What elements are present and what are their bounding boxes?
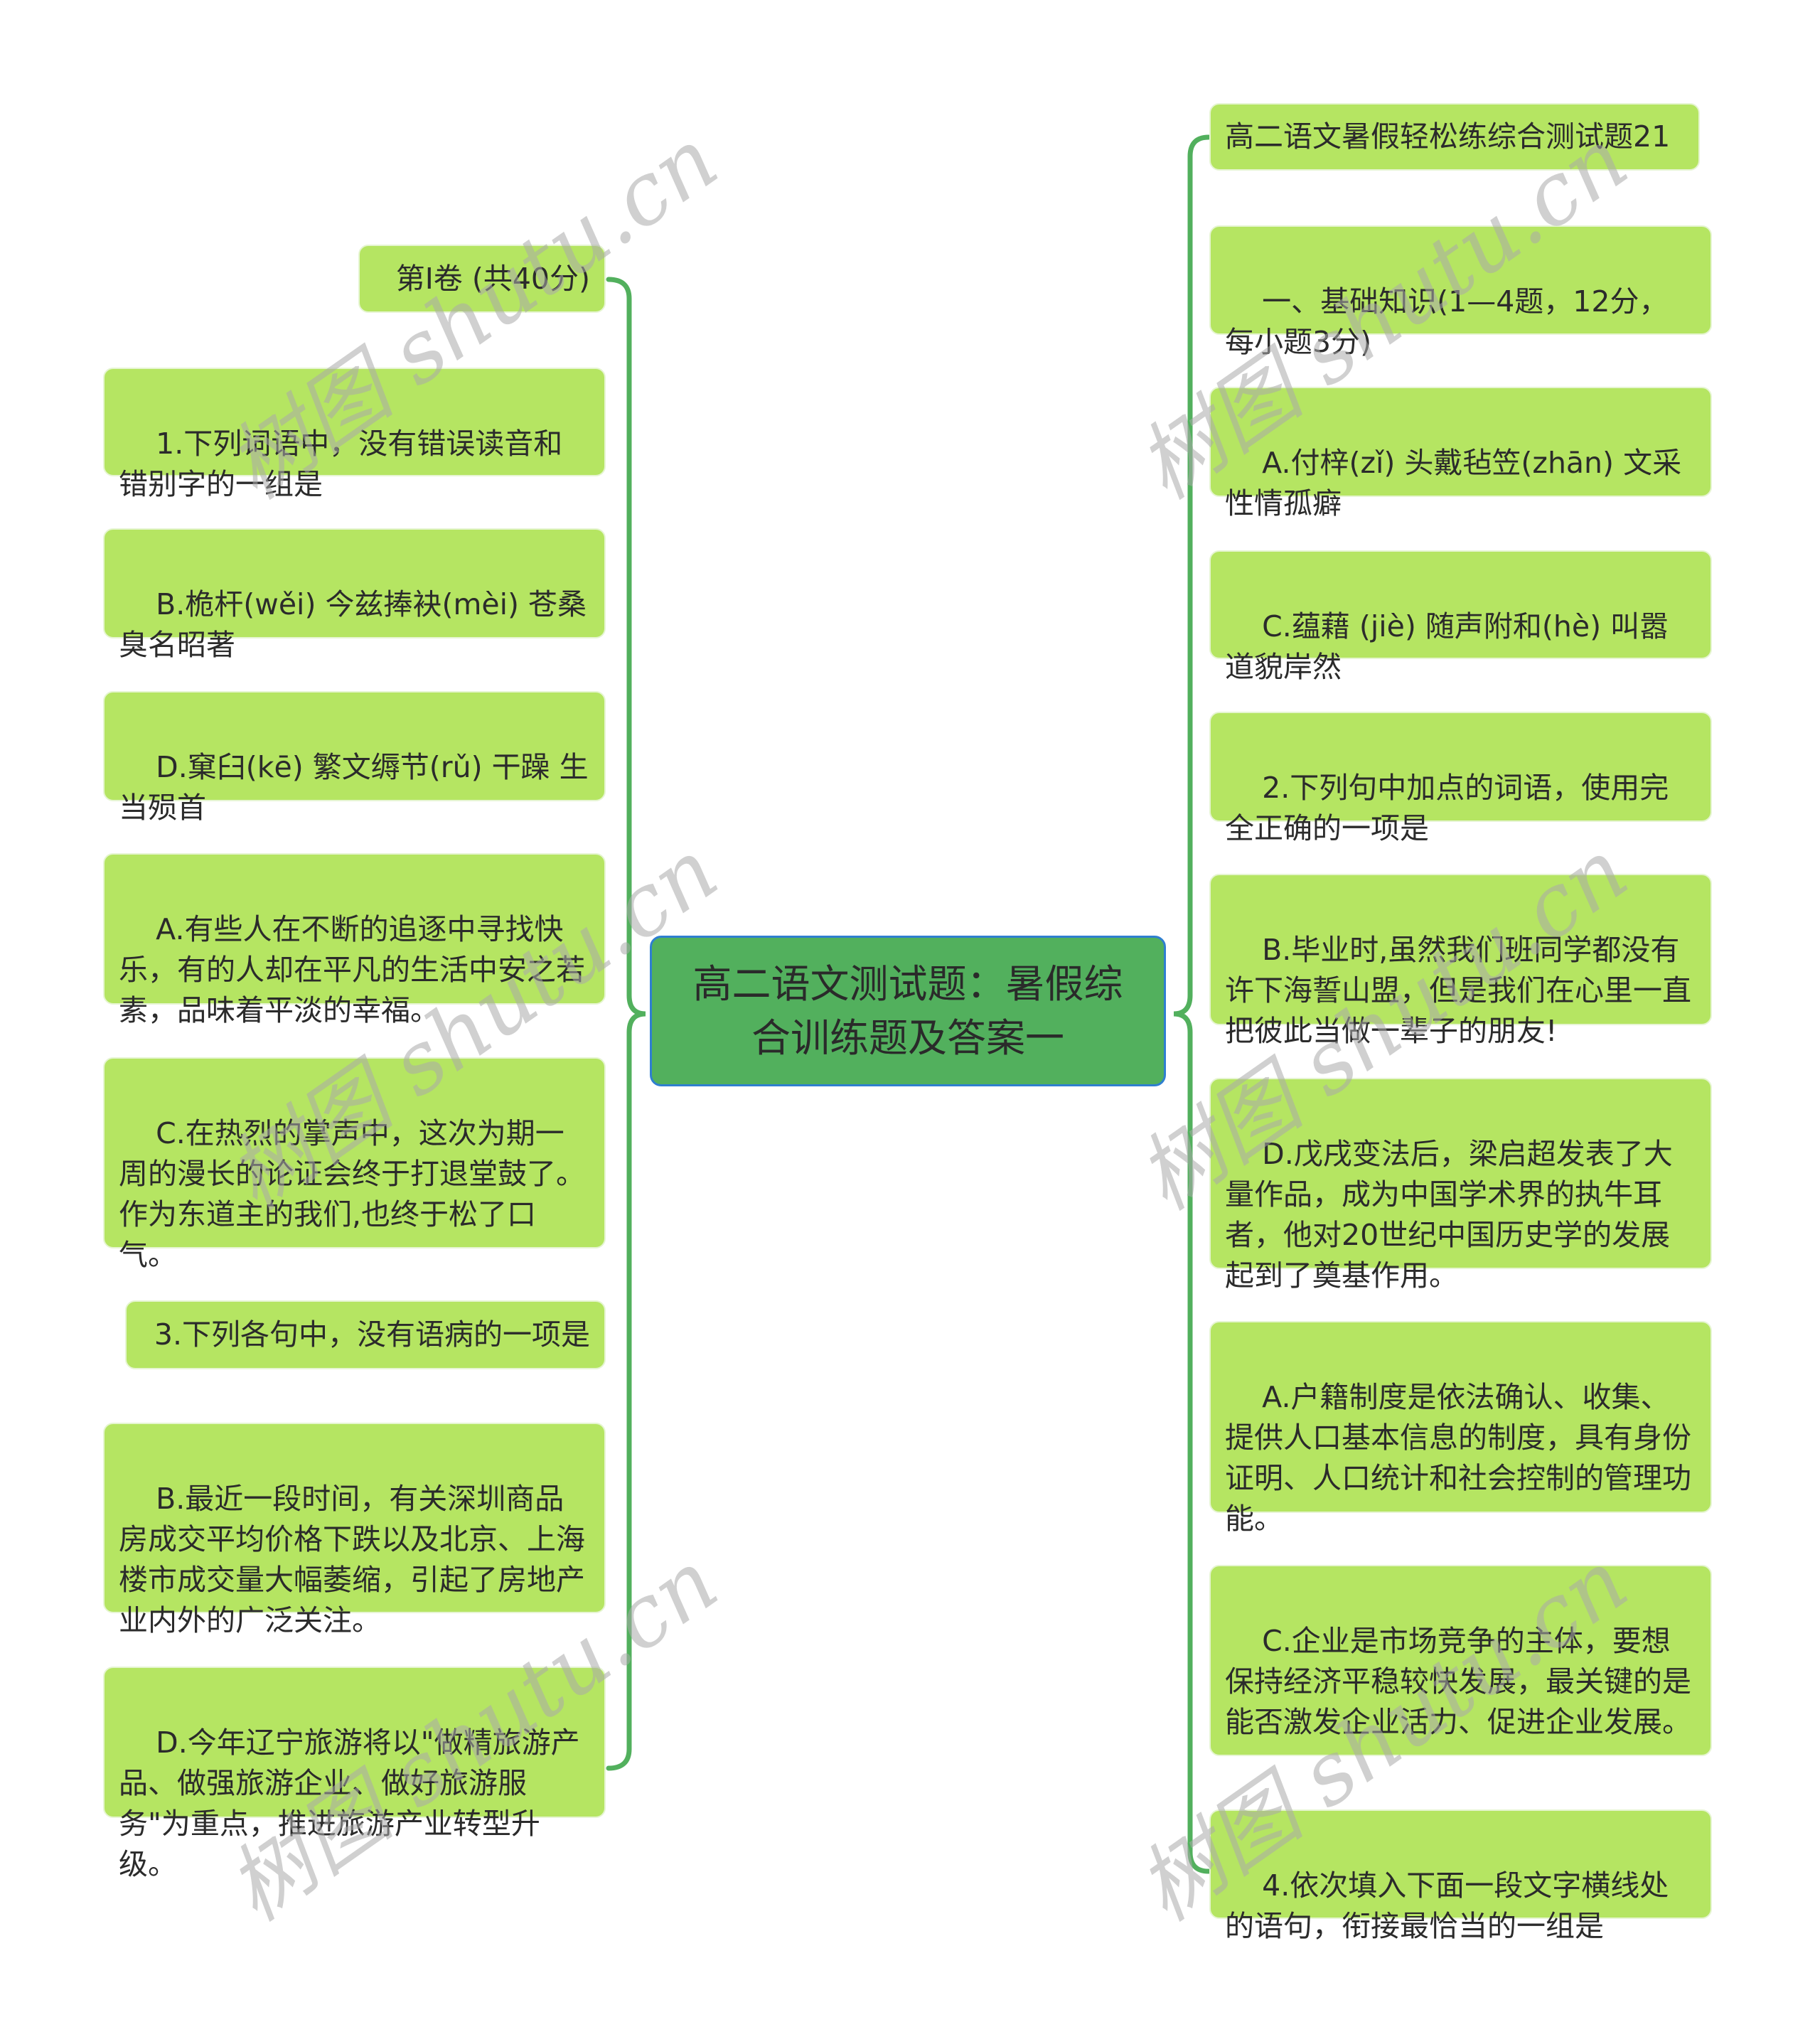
node-text: A.有些人在不断的追逐中寻找快乐，有的人却在平凡的生活中安之若素，品味着平淡的幸… <box>119 912 585 1027</box>
node-text: 一、基础知识(1—4题，12分，每小题3分) <box>1225 284 1669 359</box>
central-topic-node[interactable]: 高二语文测试题：暑假综合训练题及答案一 <box>650 936 1166 1086</box>
right-node-option-a-3[interactable]: A.户籍制度是依法确认、收集、提供人口基本信息的制度，具有身份证明、人口统计和社… <box>1209 1321 1712 1536</box>
node-text: C.蕴藉 (jiè) 随声附和(hè) 叫嚣 道貌岸然 <box>1225 609 1679 684</box>
left-node-option-d-1[interactable]: D.窠臼(kē) 繁文缛节(rǔ) 干躁 生当殒首 <box>103 691 606 825</box>
node-text: D.戊戌变法后，梁启超发表了大量作品，成为中国学术界的执牛耳者，他对20世纪中国… <box>1225 1137 1673 1293</box>
node-text: 第Ⅰ卷 (共40分) <box>395 261 590 296</box>
right-node-question-2[interactable]: 2.下列句中加点的词语，使用完全正确的一项是 <box>1209 712 1712 845</box>
node-text: 3.下列各句中，没有语病的一项是 <box>154 1317 590 1352</box>
node-text: B.毕业时,虽然我们班同学都没有许下海誓山盟，但是我们在心里一直把彼此当做一辈子… <box>1225 933 1691 1048</box>
node-text: 2.下列句中加点的词语，使用完全正确的一项是 <box>1225 771 1669 845</box>
left-node-question-1[interactable]: 1.下列词语中，没有错误读音和错别字的一组是 <box>103 368 606 501</box>
central-topic-title: 高二语文测试题：暑假综合训练题及答案一 <box>692 961 1123 1061</box>
node-text: B.桅杆(wěi) 今兹捧袂(mèi) 苍桑 臭名昭著 <box>119 587 596 662</box>
node-text: C.在热烈的掌声中，这次为期一周的漫长的论证会终于打退堂鼓了。作为东道主的我们,… <box>119 1116 585 1272</box>
left-node-option-b-3[interactable]: B.最近一段时间，有关深圳商品房成交平均价格下跌以及北京、上海楼市成交量大幅萎缩… <box>103 1423 606 1637</box>
node-text: A.付梓(zǐ) 头戴毡笠(zhān) 文采 性情孤癖 <box>1225 446 1691 520</box>
right-node-option-a-1[interactable]: A.付梓(zǐ) 头戴毡笠(zhān) 文采 性情孤癖 <box>1209 387 1712 520</box>
right-node-question-4[interactable]: 4.依次填入下面一段文字横线处的语句，衔接最恰当的一组是 <box>1209 1809 1712 1943</box>
right-node-option-d-2[interactable]: D.戊戌变法后，梁启超发表了大量作品，成为中国学术界的执牛耳者，他对20世纪中国… <box>1209 1078 1712 1293</box>
left-node-option-c-2[interactable]: C.在热烈的掌声中，这次为期一周的漫长的论证会终于打退堂鼓了。作为东道主的我们,… <box>103 1057 606 1272</box>
right-node-option-b-2[interactable]: B.毕业时,虽然我们班同学都没有许下海誓山盟，但是我们在心里一直把彼此当做一辈子… <box>1209 874 1712 1048</box>
left-node-question-3[interactable]: 3.下列各句中，没有语病的一项是 <box>125 1300 606 1369</box>
left-node-option-d-3[interactable]: D.今年辽宁旅游将以"做精旅游产品、做强旅游企业、做好旅游服务"为重点，推进旅游… <box>103 1667 606 1881</box>
left-node-option-a-2[interactable]: A.有些人在不断的追逐中寻找快乐，有的人却在平凡的生活中安之若素，品味着平淡的幸… <box>103 853 606 1027</box>
right-node-option-c-3[interactable]: C.企业是市场竞争的主体，要想保持经济平稳较快发展，最关键的是能否激发企业活力、… <box>1209 1565 1712 1756</box>
left-node-option-b-1[interactable]: B.桅杆(wěi) 今兹捧袂(mèi) 苍桑 臭名昭著 <box>103 528 606 662</box>
node-text: D.窠臼(kē) 繁文缛节(rǔ) 干躁 生当殒首 <box>119 750 589 825</box>
node-text: 1.下列词语中，没有错误读音和错别字的一组是 <box>119 427 563 501</box>
left-node-section-heading[interactable]: 第Ⅰ卷 (共40分) <box>358 245 606 313</box>
node-text: 4.依次填入下面一段文字横线处的语句，衔接最恰当的一组是 <box>1225 1868 1669 1943</box>
node-text: D.今年辽宁旅游将以"做精旅游产品、做强旅游企业、做好旅游服务"为重点，推进旅游… <box>119 1726 580 1881</box>
node-text: 高二语文暑假轻松练综合测试题21 <box>1225 119 1671 154</box>
node-text: C.企业是市场竞争的主体，要想保持经济平稳较快发展，最关键的是能否激发企业活力、… <box>1225 1624 1691 1739</box>
right-node-section-basic-knowledge[interactable]: 一、基础知识(1—4题，12分，每小题3分) <box>1209 225 1712 359</box>
node-text: A.户籍制度是依法确认、收集、提供人口基本信息的制度，具有身份证明、人口统计和社… <box>1225 1380 1691 1536</box>
right-node-option-c-1[interactable]: C.蕴藉 (jiè) 随声附和(hè) 叫嚣 道貌岸然 <box>1209 550 1712 684</box>
node-text: B.最近一段时间，有关深圳商品房成交平均价格下跌以及北京、上海楼市成交量大幅萎缩… <box>119 1482 585 1637</box>
right-node-test-title[interactable]: 高二语文暑假轻松练综合测试题21 <box>1209 103 1700 171</box>
